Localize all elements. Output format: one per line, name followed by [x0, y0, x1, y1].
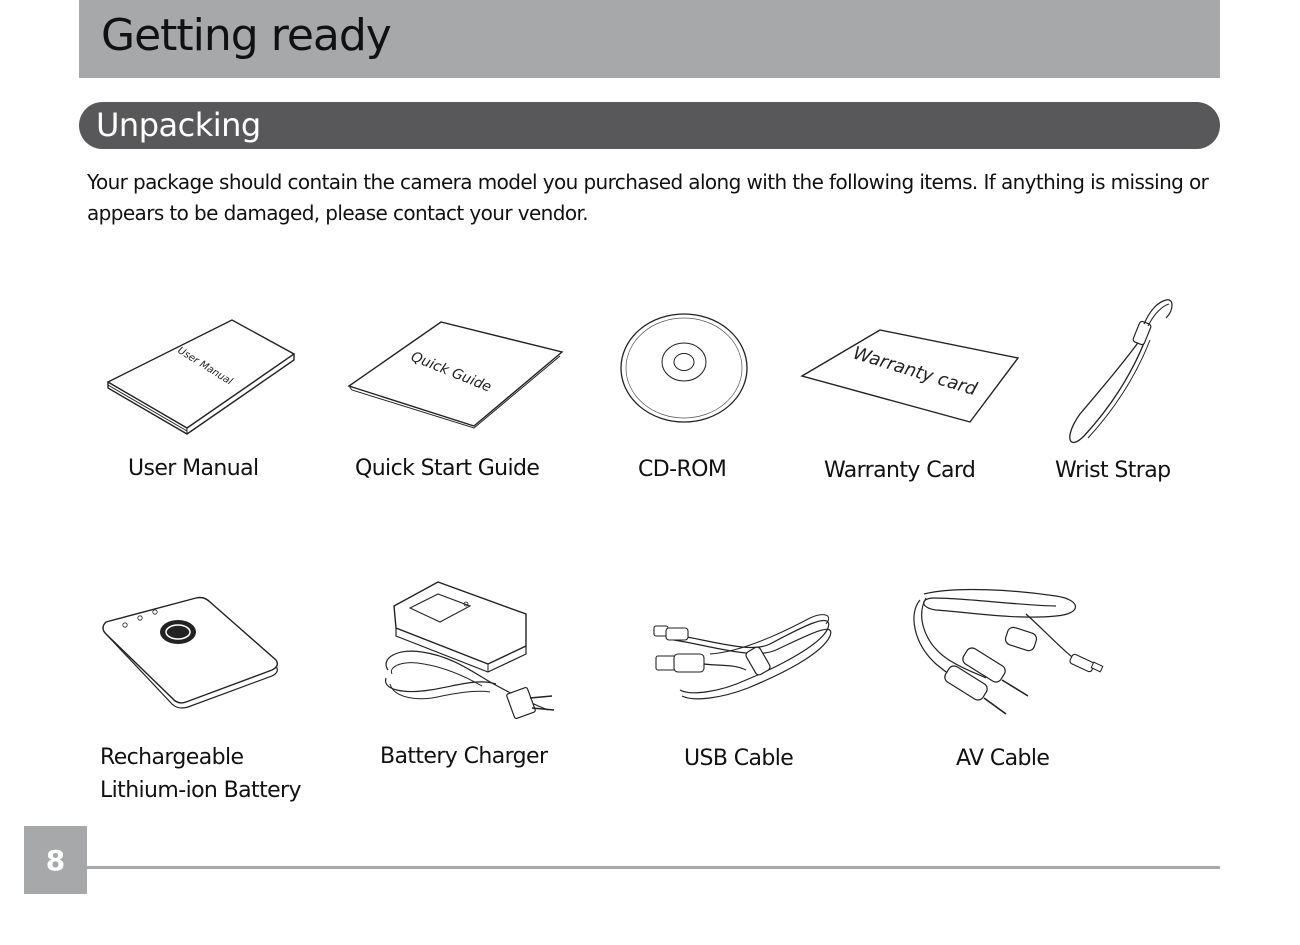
usb-cable-icon — [653, 614, 832, 700]
av-cable-icon — [913, 588, 1104, 715]
battery-charger-icon — [385, 581, 555, 720]
section-header: Unpacking — [79, 102, 1220, 149]
wrist-strap-label: Wrist Strap — [1055, 458, 1171, 483]
quick-guide-label: Quick Start Guide — [355, 456, 540, 481]
quick-guide-icon: Quick Guide — [347, 321, 564, 429]
page-number: 8 — [24, 826, 87, 894]
battery-charger-label: Battery Charger — [380, 744, 548, 769]
warranty-card-label: Warranty Card — [824, 458, 976, 483]
battery-label: Rechargeable Lithium-ion Battery — [100, 741, 302, 807]
intro-paragraph: Your package should contain the camera m… — [87, 170, 1209, 225]
battery-label-line1: Rechargeable — [100, 745, 244, 770]
warranty-card-icon: Warranty card — [800, 329, 1020, 423]
user-manual-icon: User Manual — [106, 319, 296, 435]
cd-rom-label: CD-ROM — [638, 457, 727, 482]
usb-cable-label: USB Cable — [684, 746, 794, 771]
chapter-title: Getting ready — [101, 10, 392, 61]
wrist-strap-icon — [1069, 299, 1173, 443]
battery-icon — [102, 596, 279, 709]
section-title: Unpacking — [96, 106, 261, 144]
av-cable-label: AV Cable — [956, 746, 1050, 771]
chapter-header: Getting ready — [79, 0, 1220, 78]
battery-label-line2: Lithium-ion Battery — [100, 778, 302, 803]
user-manual-label: User Manual — [128, 456, 259, 481]
footer-divider — [87, 866, 1220, 869]
cd-rom-icon — [620, 313, 748, 423]
